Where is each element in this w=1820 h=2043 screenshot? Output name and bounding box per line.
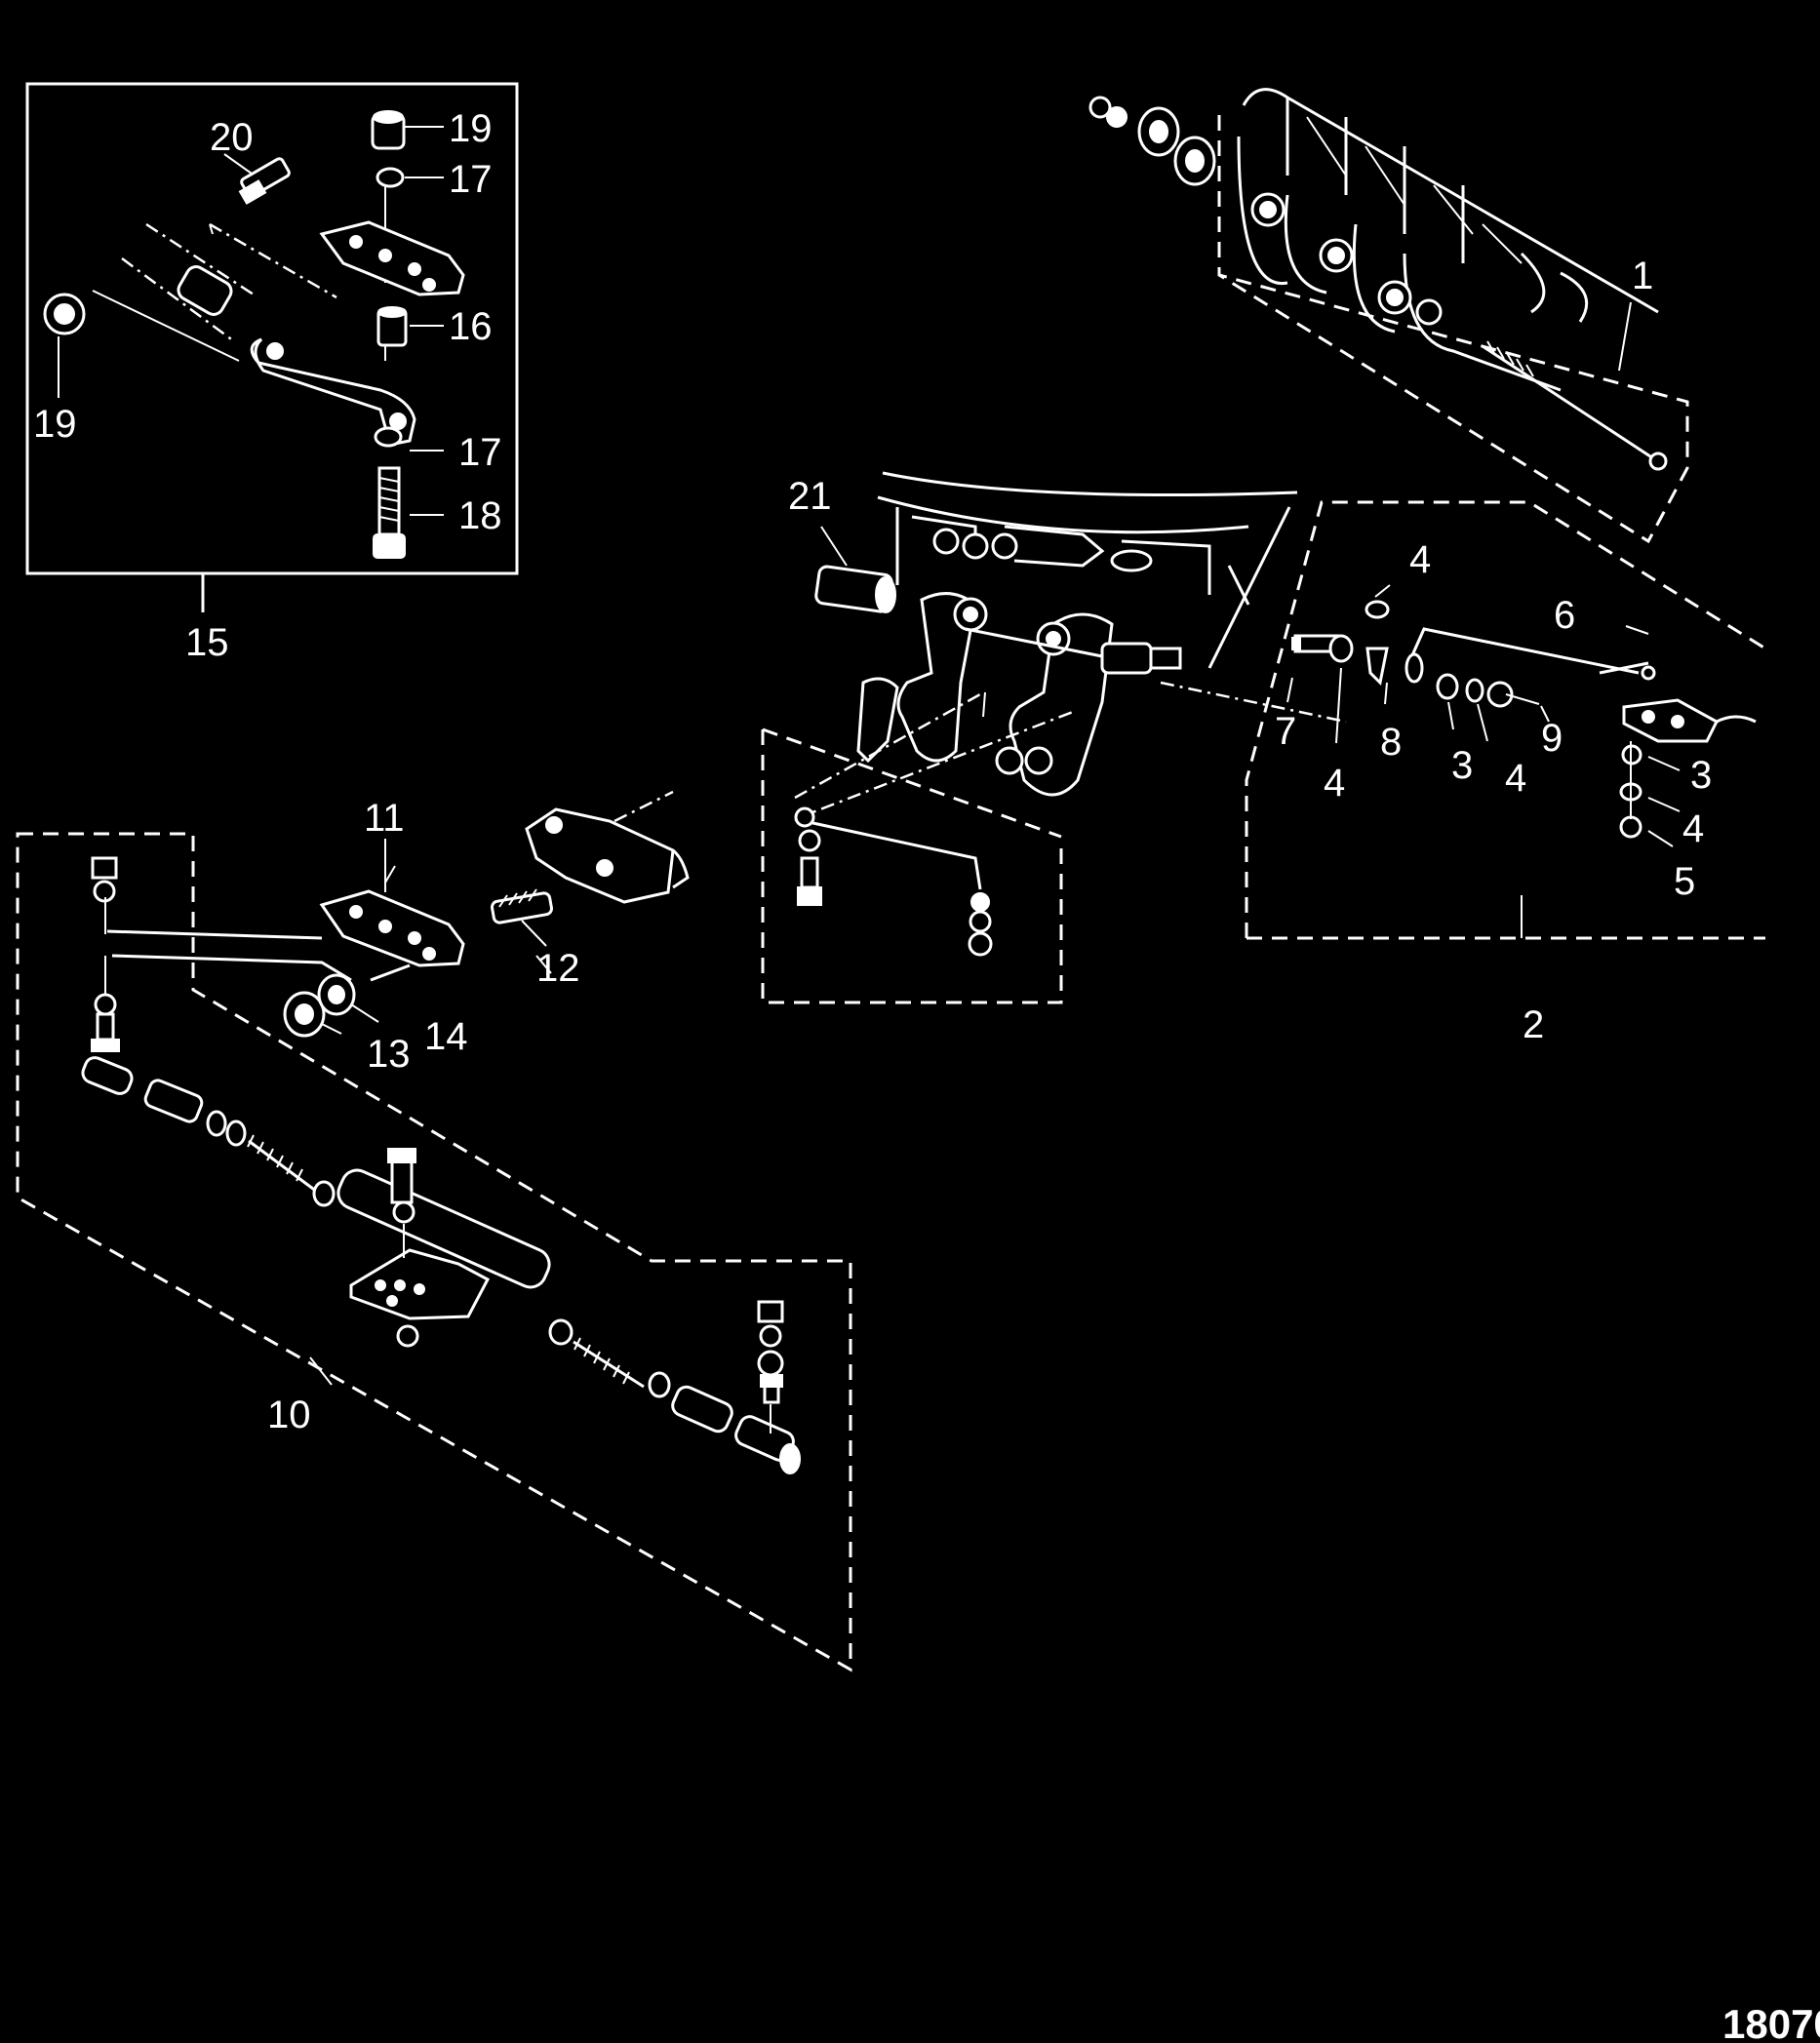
bushing-14-drawing [317, 973, 356, 1016]
tilt-rod-drawing [1482, 340, 1668, 471]
link-arm-drawing [177, 265, 416, 447]
callout-4-top: 4 [1409, 538, 1431, 581]
callout-2: 2 [1523, 1003, 1544, 1046]
sleeve-21-drawing [814, 565, 896, 613]
spacer-16-drawing [376, 306, 408, 347]
washer-4-top-drawing [1365, 600, 1390, 619]
callout-17-top: 17 [449, 158, 493, 201]
washer-4-left-drawing [1328, 634, 1354, 663]
callout-4-right: 4 [1682, 807, 1704, 850]
stud-and-yoke-12-drawing [490, 790, 690, 947]
callout-4-mid: 4 [1505, 757, 1526, 800]
mounting-plate-drawing [319, 220, 465, 296]
engine-assembly [761, 471, 1298, 1004]
right-end-hardware-drawing [757, 1300, 784, 1434]
top-nut-drawing [91, 856, 118, 903]
callout-19-left: 19 [33, 403, 77, 446]
locknut-19-top-drawing [371, 110, 406, 150]
inset-frame [25, 82, 519, 575]
inset-detail-15 [25, 82, 519, 575]
callout-20: 20 [210, 116, 254, 159]
callout-10: 10 [267, 1394, 311, 1436]
nut-9-drawing [1486, 681, 1514, 708]
callout-5: 5 [1674, 860, 1695, 903]
callout-17-bottom: 17 [458, 431, 502, 474]
callout-numbers: 1 2 3 3 4 4 4 4 5 6 7 8 9 10 11 12 13 14… [33, 107, 1820, 2043]
callout-13: 13 [367, 1033, 411, 1076]
shift-rod-drawing [1405, 627, 1656, 684]
callout-21: 21 [788, 475, 832, 518]
clip-8-drawing [1365, 647, 1389, 687]
callout-14: 14 [424, 1015, 468, 1058]
callout-19-top: 19 [449, 107, 493, 150]
washer-17-top-drawing [376, 167, 405, 188]
bolt-18-drawing [373, 466, 406, 559]
spacer-3-drawing [1436, 673, 1459, 700]
callout-15: 15 [185, 621, 229, 664]
callout-9: 9 [1541, 717, 1563, 760]
drawing-number: 18070 [1722, 2001, 1820, 2043]
washer-4-mid-drawing [1465, 678, 1484, 703]
callout-3-upper: 3 [1451, 744, 1473, 787]
linkage-assembly-2 [1160, 500, 1766, 940]
washer-17-bottom-drawing [374, 426, 403, 448]
bracket-washers [1088, 96, 1216, 186]
nut-13-drawing [283, 991, 326, 1038]
callout-4-left: 4 [1324, 762, 1345, 805]
end-fitting-drawing [1619, 698, 1757, 839]
callout-11: 11 [364, 797, 405, 840]
callout-12: 12 [536, 947, 580, 990]
bracket-bushings [1250, 192, 1443, 326]
callout-leaders [321, 584, 1681, 1035]
bolt-20-drawing [238, 157, 291, 205]
bracket-assembly-1 [1088, 88, 1689, 544]
callout-8: 8 [1380, 721, 1402, 764]
centre-bracket-drawing [349, 1148, 491, 1348]
callout-3-lower: 3 [1690, 754, 1712, 797]
callout-16: 16 [449, 305, 493, 348]
locknut-19-left-drawing [43, 293, 86, 335]
callout-6: 6 [1554, 594, 1575, 637]
callout-7: 7 [1275, 710, 1296, 753]
steering-link-assembly-10 [16, 832, 852, 1672]
callout-1: 1 [1632, 255, 1653, 297]
bracket-plate-11-drawing [319, 889, 465, 967]
callout-18: 18 [458, 494, 502, 537]
